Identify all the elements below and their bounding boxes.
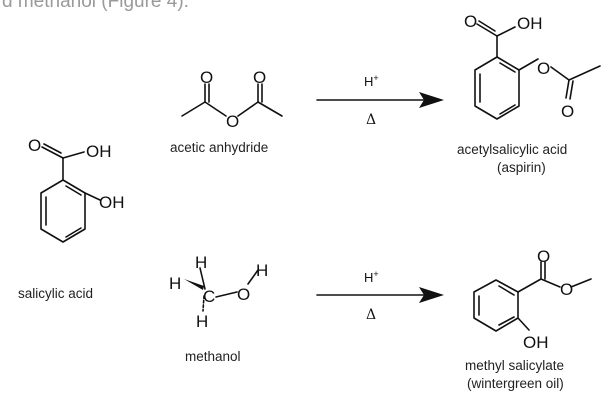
methanol-h-hydroxyl: H	[256, 261, 268, 280]
arrow-2-catalyst: H+	[364, 269, 379, 285]
methanol-caption: methanol	[185, 349, 241, 364]
methyl-salicylate-oh: OH	[523, 333, 549, 352]
salicylic-acid-structure	[40, 143, 101, 243]
anhydride-bridge-o: O	[226, 112, 239, 131]
methyl-salicylate-alt-caption: (wintergreen oil)	[467, 376, 564, 391]
arrow-1-heat: Δ	[366, 112, 376, 128]
salicylic-acid-caption: salicylic acid	[18, 286, 94, 301]
methanol-oxygen: O	[237, 285, 250, 304]
aspirin-structure	[474, 20, 601, 120]
aspirin-acid-oh: OH	[517, 14, 543, 33]
methanol-h-left: H	[169, 274, 181, 293]
methanol-structure	[184, 267, 259, 312]
salicylic-acid-acid-oh: OH	[86, 142, 112, 161]
aspirin-ester-carbonyl-o: O	[561, 102, 574, 121]
methyl-salicylate-carbonyl-o: O	[537, 247, 550, 266]
reaction-arrow-2	[316, 287, 444, 303]
methanol-h-top: H	[195, 253, 207, 272]
aspirin-alt-caption: (aspirin)	[497, 160, 546, 175]
salicylic-acid-phenol-oh: OH	[99, 193, 125, 212]
arrow-1-catalyst: H+	[364, 73, 379, 89]
methyl-salicylate-ester-o: O	[560, 280, 573, 299]
anhydride-carbonyl-o-left: O	[200, 68, 213, 87]
methyl-salicylate-structure	[473, 261, 592, 332]
anhydride-carbonyl-o-right: O	[253, 68, 266, 87]
aspirin-ester-o: O	[537, 59, 550, 78]
aspirin-caption: acetylsalicylic acid	[457, 142, 568, 157]
aspirin-acid-carbonyl-o: O	[464, 12, 477, 31]
intro-text: d methanol (Figure 4).	[2, 0, 189, 12]
methyl-salicylate-caption: methyl salicylate	[465, 358, 565, 373]
salicylic-acid-carbonyl-o: O	[28, 136, 41, 155]
arrow-2-heat: Δ	[366, 307, 376, 323]
methanol-carbon: C	[203, 287, 215, 306]
reaction-arrow-1	[316, 92, 444, 108]
acetic-anhydride-caption: acetic anhydride	[170, 140, 269, 155]
methanol-h-bottom: H	[196, 312, 208, 331]
acetic-anhydride-structure	[181, 83, 283, 117]
